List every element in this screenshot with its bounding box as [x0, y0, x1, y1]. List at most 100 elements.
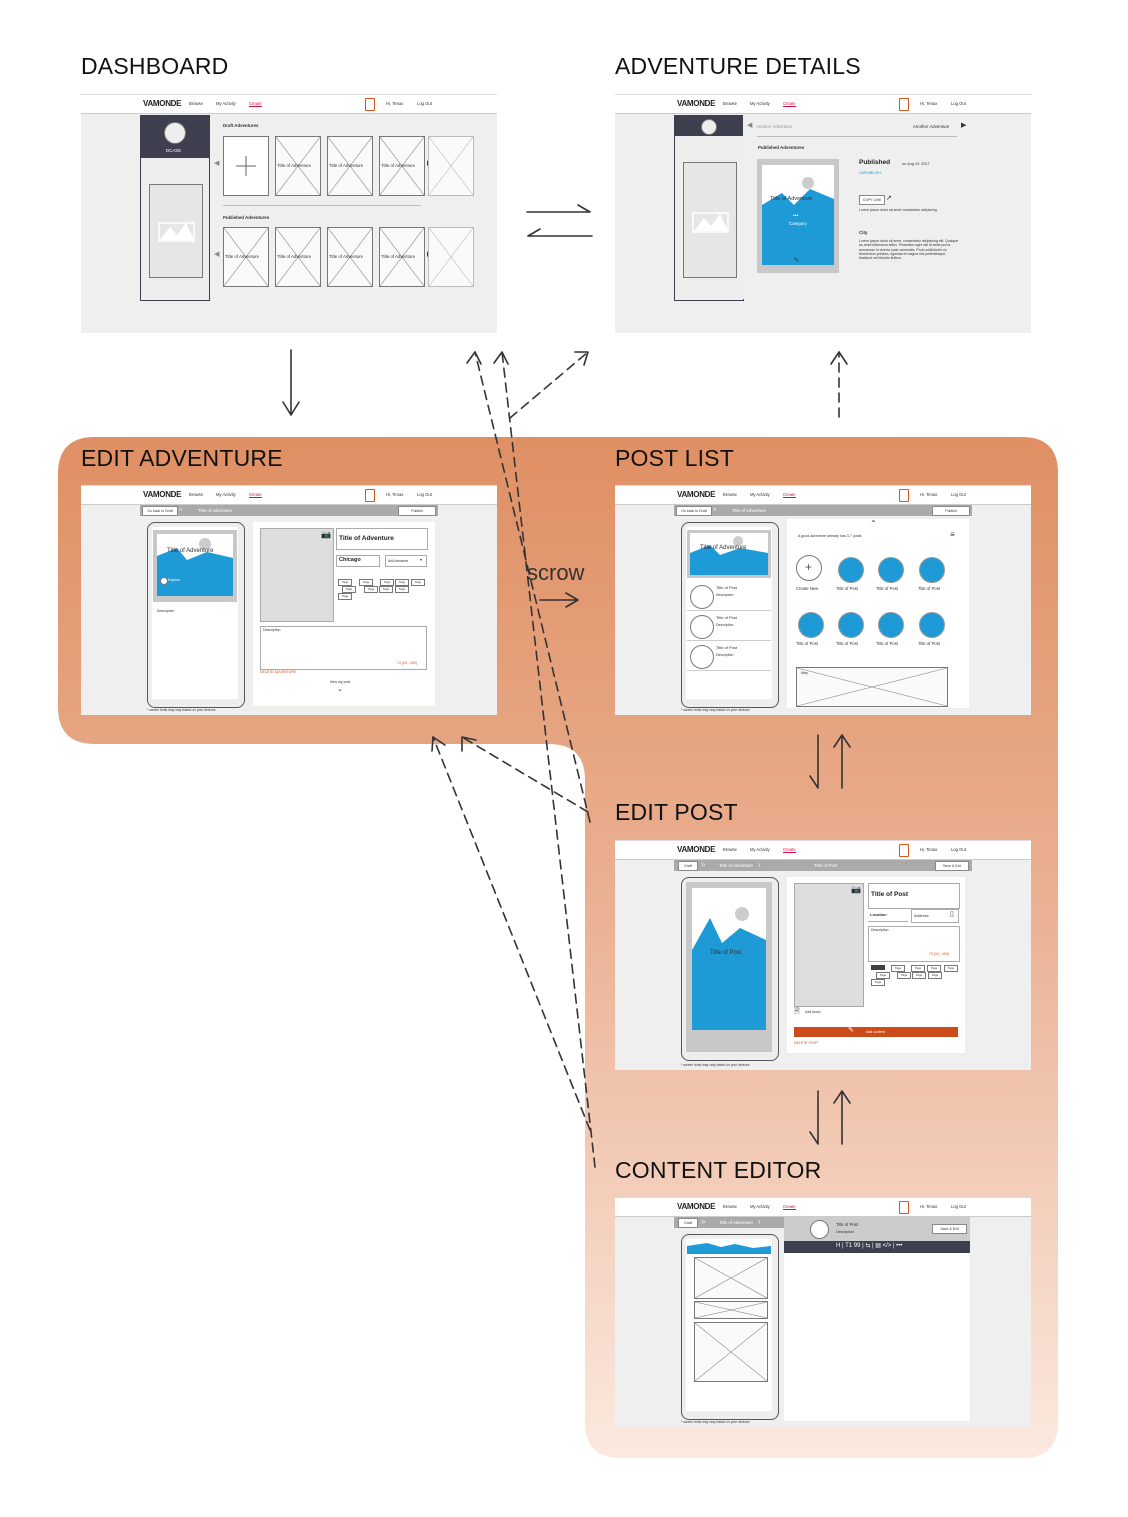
draft-card[interactable]: Title of Adventure	[327, 136, 373, 196]
tag-chip[interactable]: Tags	[379, 586, 393, 593]
tag-chip[interactable]: Tags	[928, 972, 942, 979]
document-icon[interactable]	[365, 489, 375, 502]
nav-browse[interactable]: Browse	[723, 847, 737, 852]
double-chevron-down-icon[interactable]: ⌄	[337, 686, 343, 693]
nav-create[interactable]: Create	[783, 101, 796, 107]
address-input[interactable]: Address ▯	[911, 909, 959, 923]
avatar[interactable]	[164, 122, 186, 144]
nav-logout[interactable]: Log Out	[951, 847, 966, 852]
tag-chip[interactable]: Tags	[897, 972, 911, 979]
tag-chip[interactable]: Tags	[944, 965, 958, 972]
description-textarea[interactable]: Description 72 (10 - 400)	[260, 626, 427, 670]
draft-card[interactable]: Title of Adventure	[275, 136, 321, 196]
nav-create[interactable]: Create	[249, 101, 262, 107]
adventure-cover[interactable]: Title of Adventure	[687, 530, 771, 578]
post-thumb[interactable]	[838, 557, 864, 583]
tag-chip[interactable]: Tags	[342, 586, 356, 593]
nav-create[interactable]: Create	[783, 1204, 796, 1210]
nav-my-activity[interactable]: My Activity	[750, 1204, 770, 1209]
next-arrow-icon[interactable]: ▶	[961, 122, 967, 129]
post-thumb[interactable]	[798, 612, 824, 638]
media-upload[interactable]: 📷	[794, 883, 864, 1007]
tag-chip[interactable]: Tags	[912, 972, 926, 979]
adventure-card[interactable]: Title of Adventure ••• Category ✎	[757, 159, 839, 273]
publish-button[interactable]: Publish	[932, 506, 970, 516]
nav-create[interactable]: Create	[249, 492, 262, 498]
nav-create[interactable]: Create	[783, 847, 796, 853]
tag-chip[interactable]: Tags	[395, 586, 409, 593]
create-post-button[interactable]: +	[796, 555, 822, 581]
external-link-icon[interactable]: ↗	[886, 195, 892, 202]
nav-browse[interactable]: Browse	[723, 101, 737, 106]
nav-my-activity[interactable]: My Activity	[750, 847, 770, 852]
nav-browse[interactable]: Browse	[189, 492, 203, 497]
document-icon[interactable]	[899, 844, 909, 857]
new-post-link[interactable]: New my post	[330, 680, 351, 684]
post-list-item[interactable]: Title of Post Description	[687, 582, 771, 611]
post-thumb[interactable]	[878, 612, 904, 638]
title-input[interactable]: Title of Adventure	[336, 528, 428, 550]
nav-logout[interactable]: Log Out	[417, 492, 432, 497]
post-list-item[interactable]: Title of Post Description	[687, 642, 771, 671]
add-audio-label[interactable]: Add Audio	[805, 1010, 821, 1014]
published-card[interactable]: Title of Adventure	[275, 227, 321, 287]
content-block[interactable]	[694, 1257, 768, 1299]
tag-chip[interactable]: Tags	[364, 586, 378, 593]
nav-logout[interactable]: Log Out	[951, 1204, 966, 1209]
draft-button[interactable]: Draft	[678, 1218, 698, 1228]
save-exit-button[interactable]: Save & Exit	[932, 1224, 967, 1234]
tag-chip[interactable]: Tags	[927, 965, 941, 972]
post-thumb[interactable]	[919, 612, 945, 638]
chevron-up-icon[interactable]: ⌃	[870, 519, 877, 528]
cover-upload[interactable]: 📷	[260, 528, 334, 622]
nav-browse[interactable]: Browse	[189, 101, 203, 106]
audio-file-icon[interactable]: 🗎	[794, 1008, 800, 1015]
publish-button[interactable]: Publish	[398, 506, 436, 516]
nav-logout[interactable]: Log Out	[951, 101, 966, 106]
document-icon[interactable]	[365, 98, 375, 111]
nav-browse[interactable]: Browse	[723, 1204, 737, 1209]
map-icon[interactable]: ▯	[950, 911, 954, 918]
camera-icon[interactable]: 📷	[321, 530, 331, 539]
go-back-button[interactable]: Go back to Draft	[676, 506, 712, 516]
tag-chip[interactable]: Tags	[871, 979, 885, 986]
tag-chip[interactable]: Tags	[338, 593, 352, 600]
nav-logout[interactable]: Log Out	[417, 101, 432, 106]
tag-chip[interactable]: Tags	[380, 579, 394, 586]
delete-post-link[interactable]: DELETE POST	[794, 1041, 819, 1045]
tag-chip[interactable]: Tags	[911, 965, 925, 972]
published-card[interactable]: Title of Adventure	[379, 227, 425, 287]
editor-canvas[interactable]	[784, 1253, 970, 1421]
prev-arrow-icon[interactable]: ◀	[747, 122, 753, 129]
prev-arrow-icon[interactable]: ◀	[214, 160, 220, 167]
nav-my-activity[interactable]: My Activity	[216, 492, 236, 497]
document-icon[interactable]	[899, 1201, 909, 1214]
formatting-icons[interactable]: H | T1 99 | ⇆ | ▤ </> | •••	[836, 1243, 903, 1249]
edit-icon[interactable]: ✎	[794, 258, 800, 264]
tag-chip[interactable]: Tags	[891, 965, 905, 972]
tag-chip[interactable]: Tags	[395, 579, 409, 586]
nav-my-activity[interactable]: My Activity	[750, 101, 770, 106]
prev-arrow-icon[interactable]: ◀	[214, 251, 220, 258]
nav-browse[interactable]: Browse	[723, 492, 737, 497]
post-thumb[interactable]	[838, 612, 864, 638]
content-block[interactable]	[694, 1322, 768, 1382]
adventure-cover[interactable]: Title of Adventure Explore	[153, 530, 237, 602]
published-card[interactable]: Title of Adventure	[327, 227, 373, 287]
nav-logout[interactable]: Log Out	[951, 492, 966, 497]
map-placeholder[interactable]: Map	[796, 667, 948, 707]
tag-chip[interactable]: Tags	[411, 579, 425, 586]
post-thumb[interactable]	[919, 557, 945, 583]
tag-chip[interactable]: Tags	[359, 579, 373, 586]
city-input[interactable]: Chicago	[336, 555, 380, 567]
save-exit-button[interactable]: Save & Exit	[935, 861, 969, 871]
category-select[interactable]: Art/Literature ▾	[385, 555, 427, 567]
post-description-textarea[interactable]: Description 72 (10 - 400)	[868, 926, 960, 962]
nav-my-activity[interactable]: My Activity	[750, 492, 770, 497]
tag-chip[interactable]: Tags	[876, 972, 890, 979]
next-adventure-link[interactable]: Another Adventure	[913, 124, 950, 129]
tag-chip[interactable]: Tags	[338, 579, 352, 586]
add-adventure-button[interactable]	[223, 136, 269, 196]
avatar[interactable]	[701, 119, 717, 135]
nav-create[interactable]: Create	[783, 492, 796, 498]
